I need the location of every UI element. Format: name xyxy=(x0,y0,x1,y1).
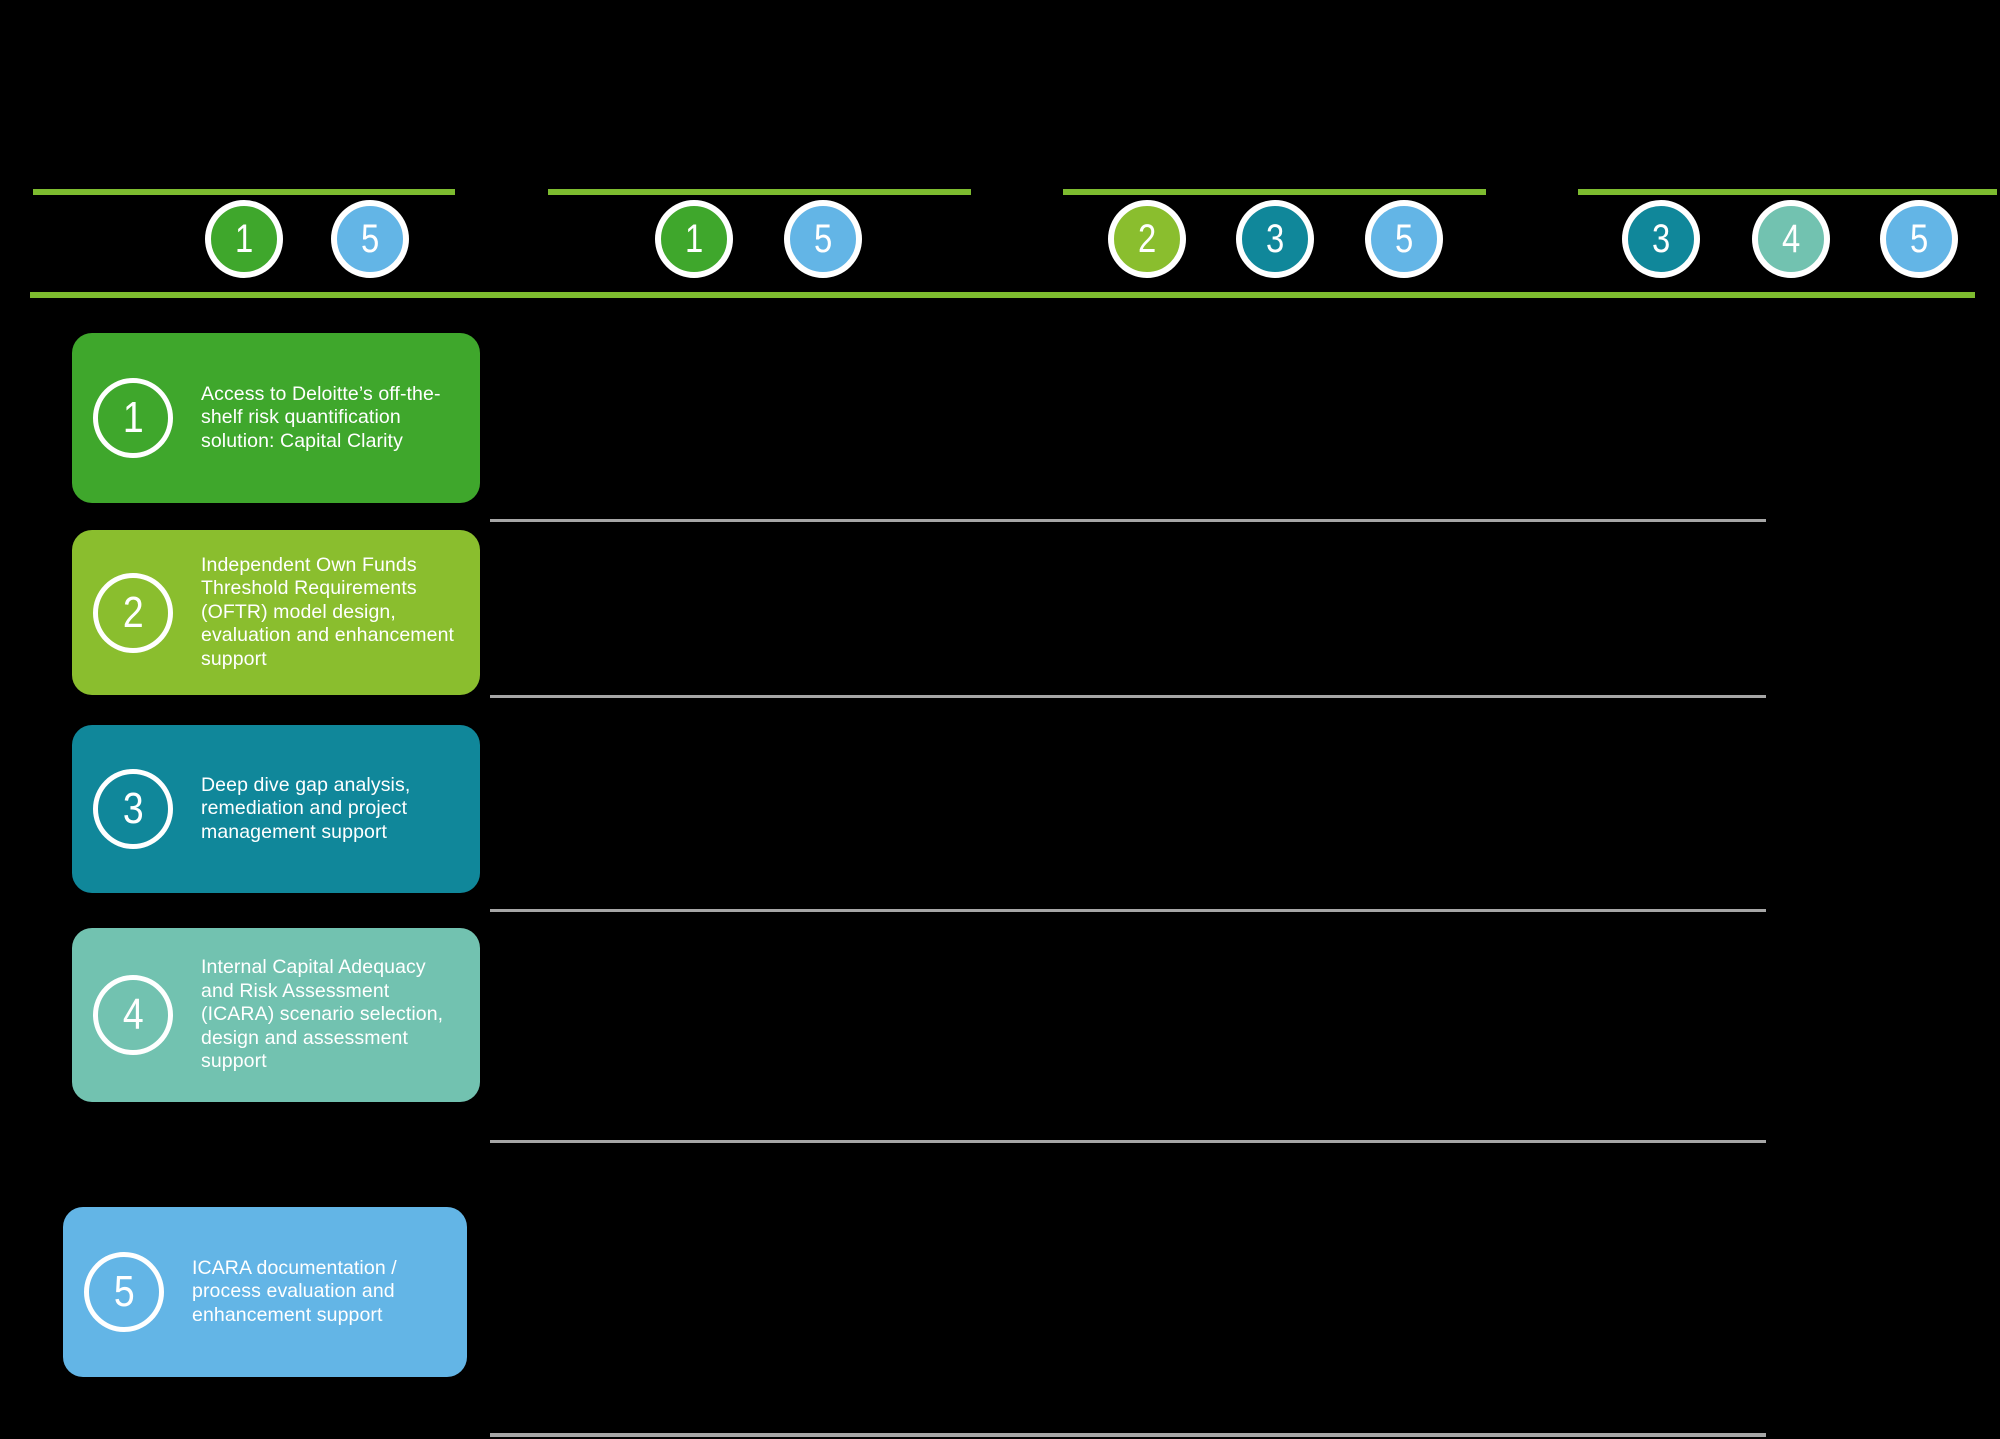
badge-number: 5 xyxy=(1394,217,1414,261)
header-underline-group-2 xyxy=(548,189,971,195)
row-divider-3 xyxy=(490,909,1766,912)
row-divider-2 xyxy=(490,695,1766,698)
service-label: ICARA documentation / process evaluation… xyxy=(192,1256,397,1326)
badge-number: 3 xyxy=(1651,217,1671,261)
badge-number: 5 xyxy=(360,217,380,261)
badge-group4-step5: 5 xyxy=(1880,200,1958,278)
header-separator-line xyxy=(30,292,1975,298)
row-divider-1 xyxy=(490,519,1766,522)
service-number-circle: 4 xyxy=(93,975,173,1055)
service-number: 2 xyxy=(122,587,144,637)
badge-group1-step5: 5 xyxy=(331,200,409,278)
service-number: 4 xyxy=(122,990,144,1039)
badge-group2-step1: 1 xyxy=(655,200,733,278)
service-label: Internal Capital Adequacy and Risk Asses… xyxy=(201,956,444,1073)
header-underline-group-1 xyxy=(33,189,455,195)
badge-group3-step5: 5 xyxy=(1365,200,1443,278)
service-card-2: 2 Independent Own Funds Threshold Requir… xyxy=(72,530,480,695)
badge-number: 1 xyxy=(234,217,254,261)
badge-number: 4 xyxy=(1781,217,1801,261)
badge-group4-step4: 4 xyxy=(1752,200,1830,278)
row-divider-5 xyxy=(490,1433,1766,1437)
service-number-circle: 3 xyxy=(93,769,173,849)
badge-number: 1 xyxy=(684,217,704,261)
service-card-5: 5 ICARA documentation / process evaluati… xyxy=(63,1207,467,1377)
service-number: 3 xyxy=(122,784,144,833)
service-number-circle: 1 xyxy=(93,378,173,458)
service-number-circle: 5 xyxy=(84,1252,164,1332)
service-card-1: 1 Access to Deloitte’s off-the-shelf ris… xyxy=(72,333,480,503)
badge-group1-step1: 1 xyxy=(205,200,283,278)
badge-group3-step3: 3 xyxy=(1236,200,1314,278)
service-number: 1 xyxy=(122,393,144,442)
badge-number: 5 xyxy=(1909,217,1929,261)
badge-number: 3 xyxy=(1265,217,1285,261)
badge-number: 5 xyxy=(813,217,833,261)
header-underline-group-4 xyxy=(1578,189,1997,195)
service-label: Access to Deloitte’s off-the-shelf risk … xyxy=(201,382,441,452)
service-number-circle: 2 xyxy=(93,572,173,653)
badge-number: 2 xyxy=(1137,217,1157,261)
row-divider-4 xyxy=(490,1140,1766,1143)
service-card-3: 3 Deep dive gap analysis, remediation an… xyxy=(72,725,480,893)
service-card-4: 4 Internal Capital Adequacy and Risk Ass… xyxy=(72,928,480,1102)
header-underline-group-3 xyxy=(1063,189,1486,195)
badge-group3-step2: 2 xyxy=(1108,200,1186,278)
service-number: 5 xyxy=(113,1267,135,1316)
badge-group2-step5: 5 xyxy=(784,200,862,278)
service-label: Deep dive gap analysis, remediation and … xyxy=(201,773,411,843)
service-label: Independent Own Funds Threshold Requirem… xyxy=(201,553,455,670)
badge-group4-step3: 3 xyxy=(1622,200,1700,278)
